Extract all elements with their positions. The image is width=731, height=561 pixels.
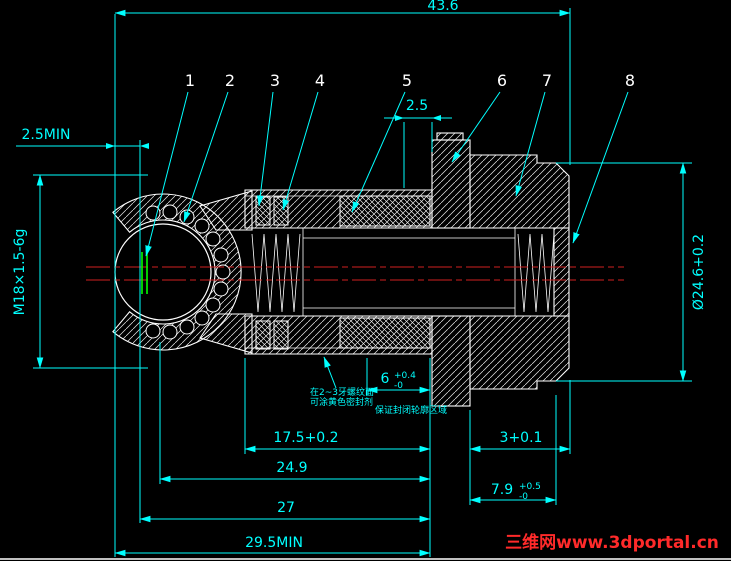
dim-gap: 2.5 [406,98,428,114]
balloon-2: 2 [225,71,235,90]
sealant-note-line2: 可涂黄色密封剂 [310,396,373,408]
dim-7-9: 7.9 +0.5 -0 [491,482,541,502]
dim-step-3: 3+0.1 [500,430,543,446]
right-spring [517,233,555,313]
dim-thread-length: 17.5+0.2 [273,430,338,446]
bearing-balls [145,204,231,340]
dim-7-9-value: 7.9 [491,482,513,498]
balloon-3: 3 [270,71,280,90]
dim-6-tol-dn: -0 [394,381,403,391]
dim-protrusion-min: 2.5MIN [22,127,71,143]
inner-sleeve [339,195,431,349]
dim-7-9-tol-dn: -0 [519,492,528,502]
watermark: 三维网www.3dportal.cn [505,532,719,553]
balloon-6: 6 [497,71,507,90]
sealant-note-line3: 保证封闭轮廓区域 [375,404,447,416]
left-spring [251,233,301,313]
balloon-leaders [145,91,629,389]
balloon-4: 4 [315,71,325,90]
dim-6: 6 +0.4 -0 [381,371,417,391]
dim-27: 27 [277,500,295,516]
dim-6-tol-up: +0.4 [394,371,416,381]
extension-lines [33,8,692,557]
balloon-8: 8 [625,71,635,90]
balloon-5: 5 [402,71,412,90]
dim-29-5-min: 29.5MIN [245,535,303,551]
sealant-note-line1: 在2~3牙螺纹面 [310,386,374,398]
balloon-7: 7 [542,71,552,90]
dim-6-value: 6 [381,371,390,387]
dim-7-9-tol-up: +0.5 [519,482,541,492]
dim-overall-length: 43.6 [427,0,458,14]
dim-24-9: 24.9 [276,460,307,476]
grip-marks [141,252,148,294]
hex-flange [431,132,471,407]
dim-diameter: Ø24.6+0.2 [691,234,707,310]
centerlines [86,266,624,281]
dim-thread-spec: M18×1.5-6g [12,229,28,316]
dimension-lines [16,9,687,557]
sealant-note: 在2~3牙螺纹面 可涂黄色密封剂 保证封闭轮廓区域 [310,386,447,416]
balloon-1: 1 [185,71,195,90]
